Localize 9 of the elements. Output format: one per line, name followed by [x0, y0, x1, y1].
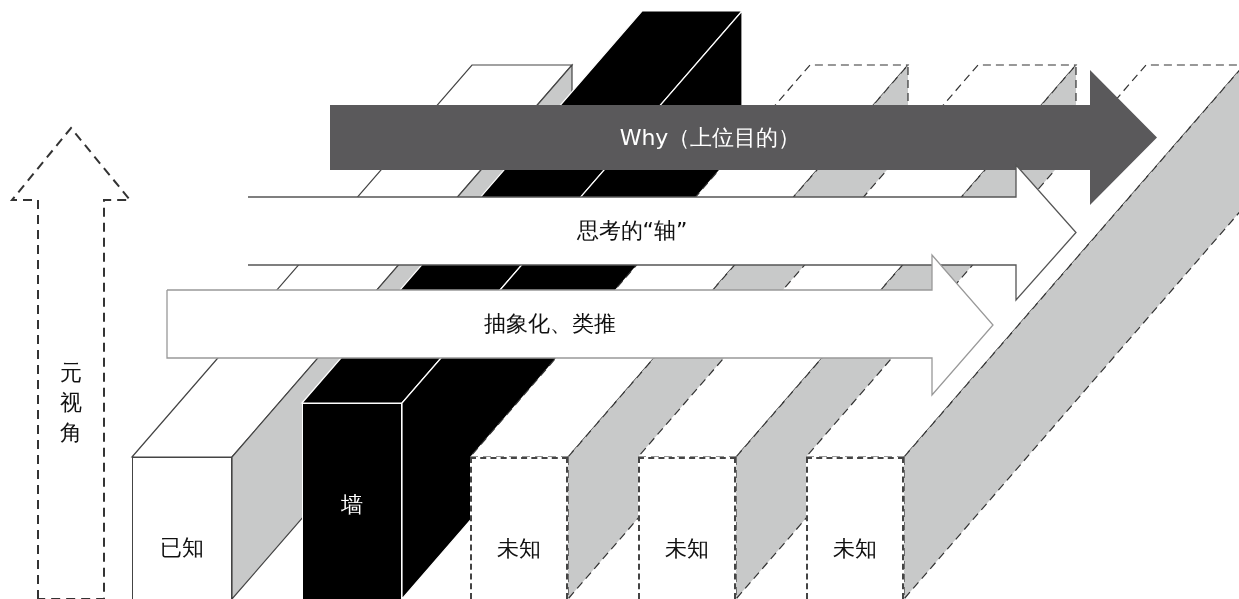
abstraction-banner: 抽象化、类推: [167, 255, 993, 395]
unknown-block: 未知: [470, 457, 568, 599]
wall-block: 墙: [302, 403, 402, 599]
thinking-axis-arrow: 思考的“轴”: [248, 165, 1076, 300]
unknown-block: 未知: [806, 457, 904, 599]
unknown-block: 未知: [638, 457, 736, 599]
known-block: 已知: [132, 457, 232, 599]
meta-view-arrow: 元视角: [12, 128, 130, 599]
why-arrow: Why（上位目的）: [330, 70, 1157, 205]
